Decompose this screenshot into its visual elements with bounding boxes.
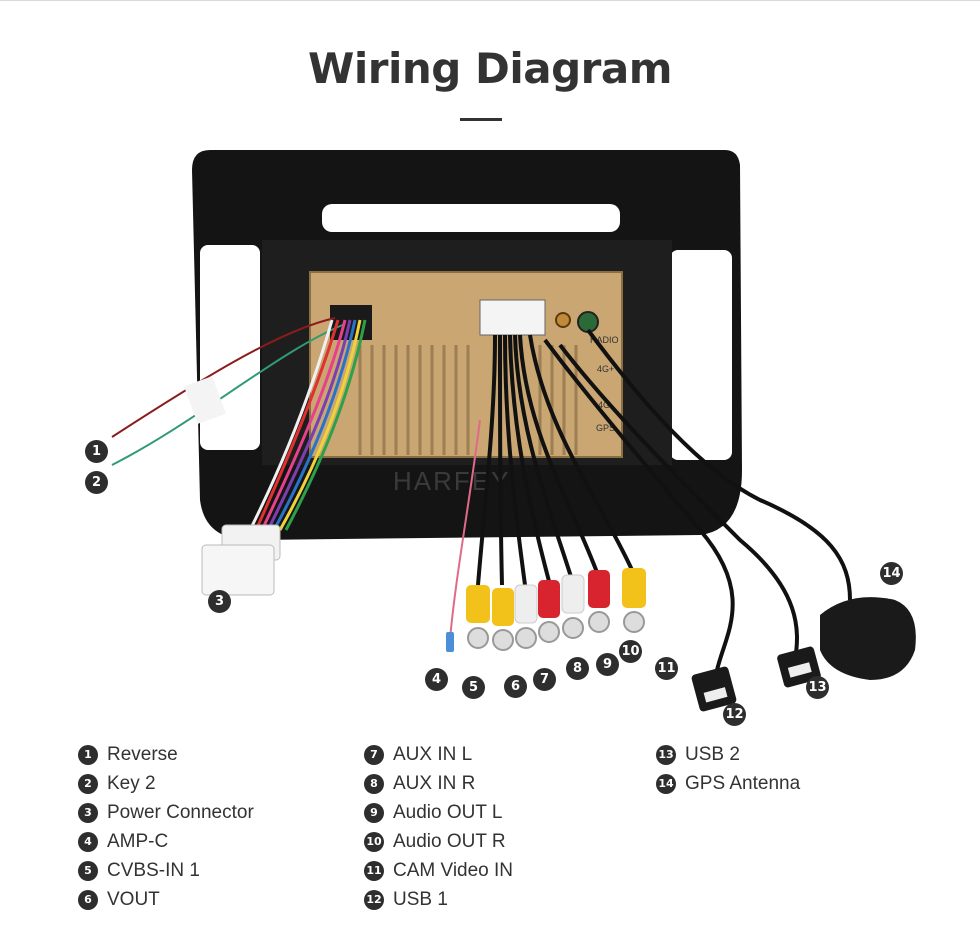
legend-item-vout: 6 VOUT [78, 885, 254, 914]
legend-badge: 7 [364, 744, 384, 765]
legend-badge: 12 [364, 889, 384, 910]
wire-tag [184, 376, 226, 424]
legend-badge: 13 [656, 744, 676, 765]
legend-badge: 14 [656, 773, 676, 794]
legend-item-usb-1: 12 USB 1 [364, 885, 513, 914]
legend-badge: 1 [78, 744, 98, 765]
legend-column-3: 13 USB 2 14 GPS Antenna [656, 740, 800, 798]
head-unit [309, 271, 623, 458]
legend-column-1: 1 Reverse 2 Key 2 3 Power Connector 4 AM… [78, 740, 254, 914]
legend-badge: 9 [364, 802, 384, 823]
gps-antenna [820, 597, 916, 680]
frame-window-right [670, 250, 732, 460]
legend-item-cam-video-in: 11 CAM Video IN [364, 856, 513, 885]
usb-gps-cables [543, 328, 852, 681]
legend-item-audio-out-r: 10 Audio OUT R [364, 827, 513, 856]
callout-10: 10 [619, 640, 642, 663]
legend-label: Audio OUT L [393, 801, 503, 823]
port-label-gps: GPS [596, 423, 615, 433]
legend-label: CAM Video IN [393, 859, 514, 881]
callout-3: 3 [208, 590, 231, 613]
wiring-illustration: RADIO 4G+ 4G GPS HARFEY [111, 150, 916, 712]
callout-7: 7 [533, 668, 556, 691]
top-divider [0, 0, 980, 1]
legend-item-aux-in-l: 7 AUX IN L [364, 740, 513, 769]
rca-plug-aux-r [538, 580, 560, 618]
callout-5: 5 [462, 676, 485, 699]
legend-item-cvbs-in-1: 5 CVBS-IN 1 [78, 856, 254, 885]
callout-4: 4 [425, 668, 448, 691]
legend-badge: 2 [78, 773, 98, 794]
legend-label: AMP-C [107, 830, 169, 852]
rca-plug-audio-out-l [561, 574, 585, 614]
aux-socket [479, 299, 546, 336]
legend-item-gps-antenna: 14 GPS Antenna [656, 769, 800, 798]
legend-item-reverse: 1 Reverse [78, 740, 254, 769]
usb-2-port [787, 662, 812, 678]
gps-port [555, 312, 571, 328]
frame-slot-top [322, 204, 620, 232]
port-label-4g: 4G [598, 400, 610, 410]
legend-label: GPS Antenna [685, 772, 801, 794]
legend-label: Audio OUT R [393, 830, 506, 852]
usb-1-port [703, 687, 728, 703]
legend-label: CVBS-IN 1 [107, 859, 200, 881]
power-plug-base [201, 544, 275, 596]
callout-11: 11 [655, 657, 678, 680]
rca-plug-aux-l [514, 584, 538, 624]
power-harness [248, 319, 367, 531]
rca-plug-cvbs-in [466, 585, 490, 623]
legend-badge: 8 [364, 773, 384, 794]
legend-item-aux-in-r: 8 AUX IN R [364, 769, 513, 798]
wire-amp-c [449, 419, 481, 641]
legend-item-amp-c: 4 AMP-C [78, 827, 254, 856]
title-underline [460, 118, 502, 121]
amp-c-tip [446, 632, 454, 652]
legend-badge: 5 [78, 860, 98, 881]
wire-reverse [111, 317, 336, 438]
legend-label: AUX IN R [393, 772, 476, 794]
callout-13: 13 [806, 676, 829, 699]
legend-item-key-2: 2 Key 2 [78, 769, 254, 798]
callout-8: 8 [566, 657, 589, 680]
callout-6: 6 [504, 675, 527, 698]
watermark: HARFEY [393, 466, 510, 496]
legend-badge: 4 [78, 831, 98, 852]
radio-port [577, 311, 599, 333]
legend-label: USB 1 [393, 888, 448, 910]
legend-item-audio-out-l: 9 Audio OUT L [364, 798, 513, 827]
legend-label: VOUT [107, 888, 160, 910]
legend-badge: 10 [364, 831, 384, 852]
callout-14: 14 [880, 562, 903, 585]
legend-item-power-connector: 3 Power Connector [78, 798, 254, 827]
callout-1: 1 [85, 440, 108, 463]
rca-plug-cam-in [622, 568, 646, 608]
rca-cables [476, 334, 634, 586]
callout-12: 12 [723, 703, 746, 726]
callout-9: 9 [596, 653, 619, 676]
legend-badge: 11 [364, 860, 384, 881]
wire-key [111, 323, 346, 466]
port-label-radio: RADIO [590, 335, 619, 345]
legend-badge: 6 [78, 889, 98, 910]
legend-label: USB 2 [685, 743, 740, 765]
legend-item-usb-2: 13 USB 2 [656, 740, 800, 769]
port-label-4g-plus: 4G+ [597, 364, 614, 374]
callout-2: 2 [85, 471, 108, 494]
legend-label: Key 2 [107, 772, 156, 794]
legend-label: AUX IN L [393, 743, 473, 765]
page-title: Wiring Diagram [308, 44, 672, 93]
legend-label: Power Connector [107, 801, 254, 823]
rca-plugs [466, 568, 646, 651]
legend-label: Reverse [107, 743, 178, 765]
legend-badge: 3 [78, 802, 98, 823]
usb-1-plug [691, 666, 737, 712]
rca-plug-vout [492, 588, 514, 626]
legend-column-2: 7 AUX IN L 8 AUX IN R 9 Audio OUT L 10 A… [364, 740, 513, 914]
rca-plug-audio-out-r [588, 570, 610, 608]
